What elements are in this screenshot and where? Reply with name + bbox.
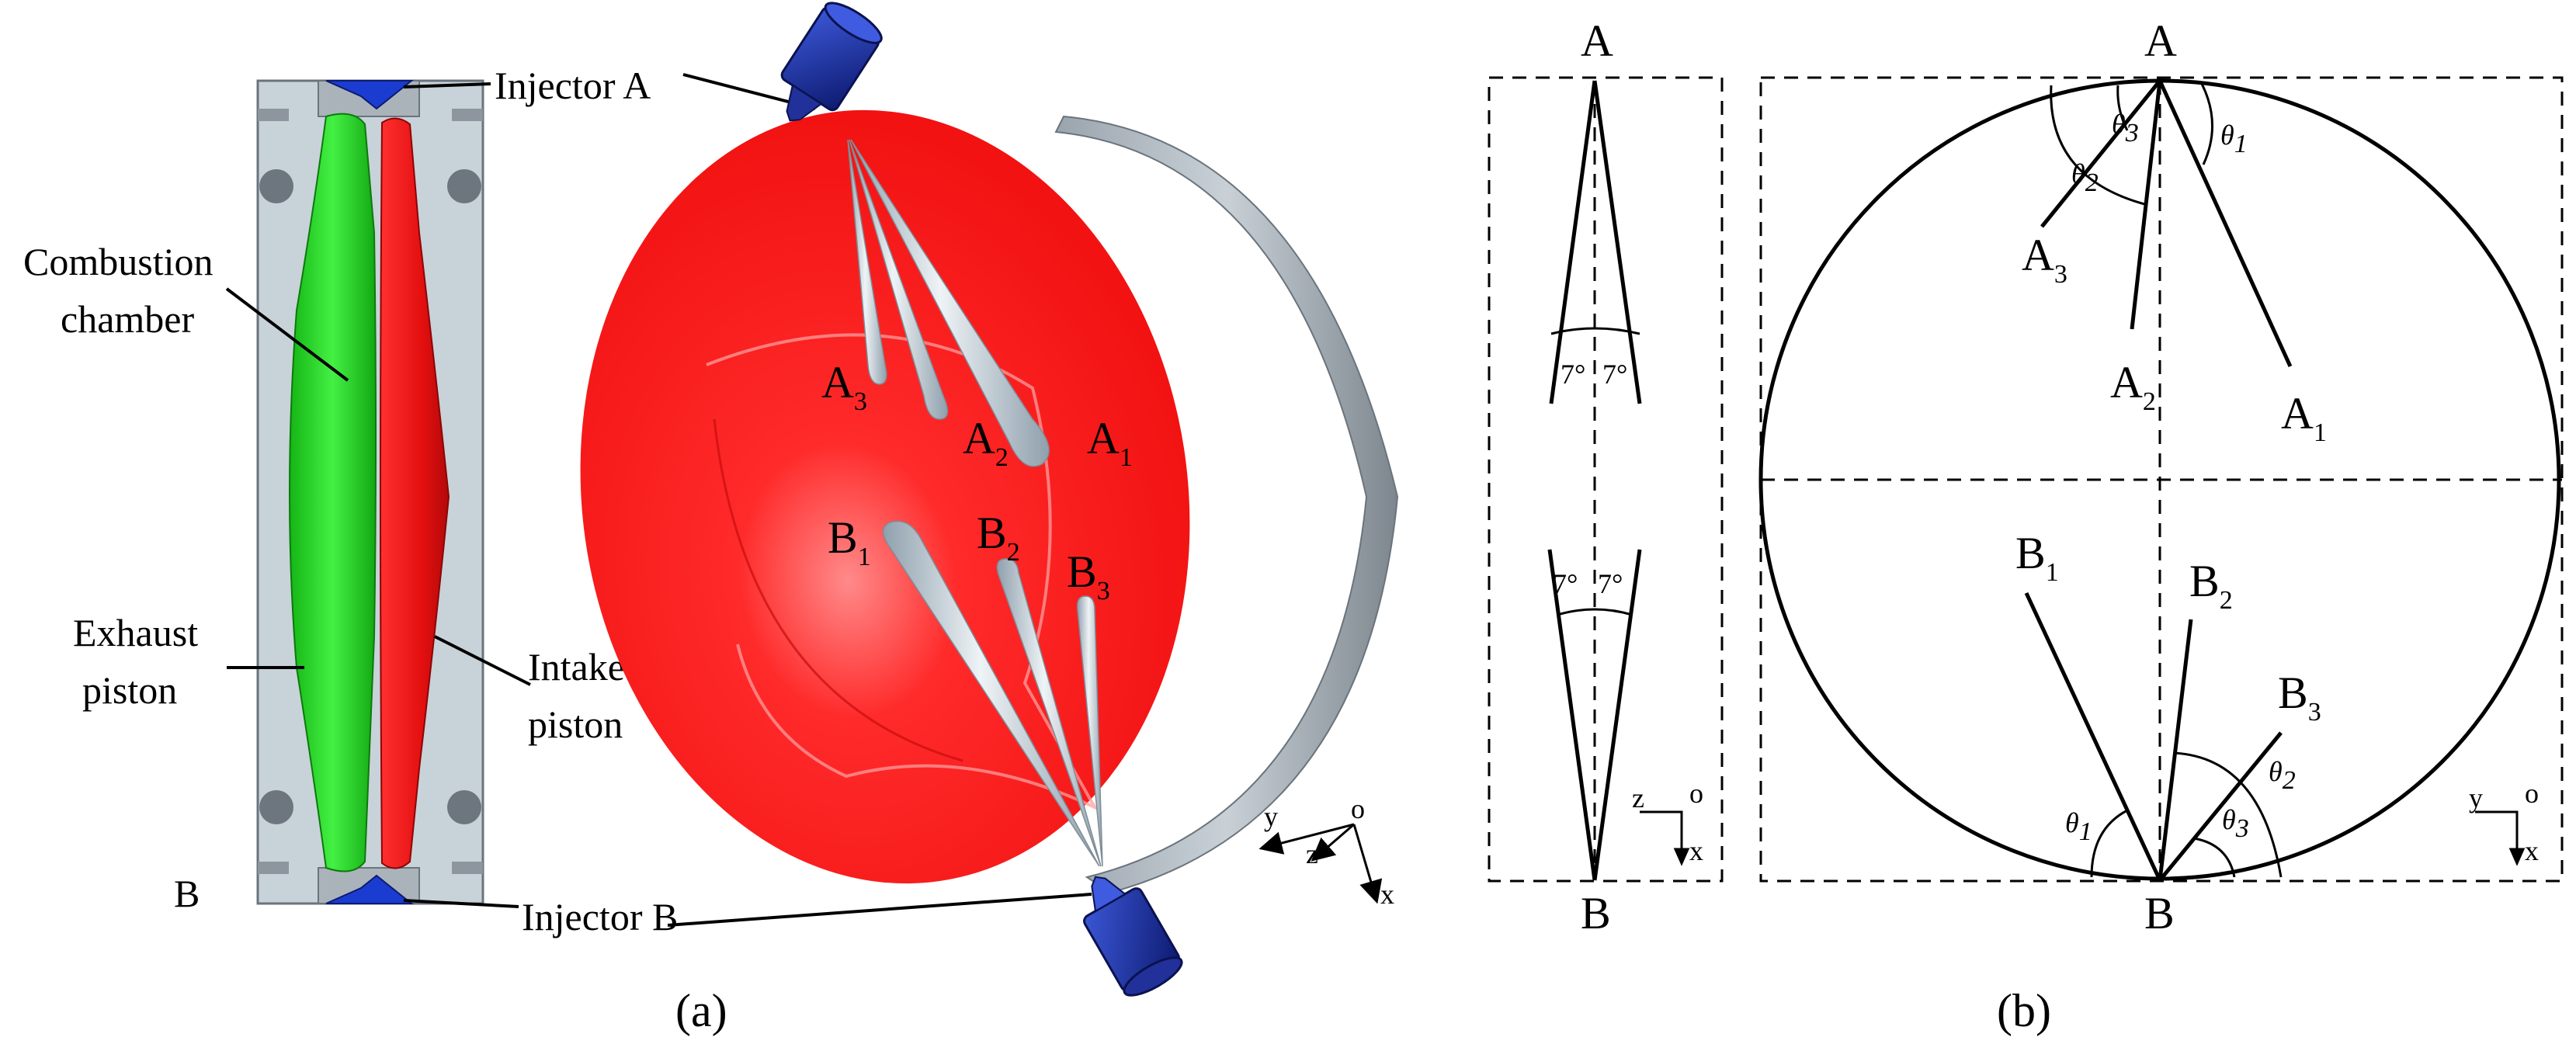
cylinder-cross-section	[256, 79, 484, 905]
top-view-top-label: A	[2144, 16, 2177, 66]
line-a3	[2040, 79, 2161, 228]
side-view	[1488, 76, 1724, 883]
spray-a2	[849, 139, 949, 420]
panel-a-leaders	[225, 73, 1092, 927]
svg-text:A1: A1	[1087, 413, 1133, 472]
top-axis-x: x	[2525, 835, 2539, 866]
svg-text:A2: A2	[2110, 357, 2156, 416]
injector-b-icon	[325, 874, 414, 904]
svg-text:A1: A1	[2281, 388, 2327, 447]
side-view-top-label: A	[1581, 16, 1613, 66]
spray-b3	[1076, 595, 1103, 867]
svg-text:A2: A2	[963, 413, 1009, 472]
disk-spray-labels: A3 A2 A1 B1 B2 B3	[821, 357, 1133, 605]
svg-text:θ2: θ2	[2071, 158, 2099, 197]
angle-top-right: 7°	[1602, 359, 1627, 390]
svg-text:θ1: θ1	[2220, 120, 2248, 158]
injector-a-icon	[325, 80, 414, 110]
angle-top-left: 7°	[1561, 359, 1585, 390]
caption-a: (a)	[675, 985, 727, 1036]
axis-o-label: o	[1351, 793, 1365, 824]
exhaust-piston-label-2: piston	[82, 668, 177, 712]
svg-text:B2: B2	[2189, 556, 2233, 615]
angle-bottom-left: 7°	[1553, 568, 1578, 599]
line-a1	[2158, 79, 2293, 368]
intake-piston-shape	[380, 117, 450, 869]
svg-text:A3: A3	[2022, 230, 2067, 289]
line-b3	[2158, 731, 2283, 882]
top-view	[1758, 76, 2564, 883]
port-hole	[259, 169, 293, 203]
angle-bottom-right: 7°	[1598, 568, 1623, 599]
injector-b-label: Injector B	[522, 895, 678, 938]
svg-text:B1: B1	[2015, 528, 2059, 587]
top-axis-o: o	[2525, 778, 2539, 809]
svg-text:B2: B2	[977, 508, 1020, 567]
side-view-frame	[1488, 76, 1724, 883]
svg-text:θ2: θ2	[2269, 756, 2296, 795]
top-view-bottom-label: B	[2144, 888, 2175, 938]
side-view-axes-triad	[1640, 810, 1690, 866]
spray-b1	[882, 520, 1100, 867]
port-hole	[259, 790, 293, 824]
piston-disk	[580, 2, 1399, 997]
top-axis-y: y	[2469, 782, 2483, 813]
caption-b: (b)	[1997, 985, 2051, 1036]
exhaust-piston-label-1: Exhaust	[73, 611, 198, 654]
svg-text:θ3: θ3	[2112, 109, 2139, 147]
panel-a-axes-triad	[1258, 823, 1383, 904]
intake-piston-label-2: piston	[528, 702, 623, 746]
line-b2	[2158, 619, 2193, 881]
spray-a1	[850, 139, 1050, 467]
axis-x-label: x	[1380, 879, 1394, 910]
svg-text:θ3: θ3	[2222, 804, 2249, 843]
side-axis-o: o	[1689, 778, 1703, 809]
axis-y-label: y	[1264, 801, 1278, 832]
axis-z-label: z	[1306, 838, 1318, 869]
side-view-bottom-label: B	[1581, 888, 1611, 938]
point-b-label: B	[174, 872, 200, 915]
top-view-spray-labels: A1 A2 A3 B1 B2 B3	[2015, 230, 2327, 727]
intake-piston-label-1: Intake	[528, 645, 625, 689]
injector-a-label: Injector A	[495, 64, 651, 107]
exhaust-piston-shape	[289, 113, 377, 872]
spray-b2	[996, 558, 1102, 867]
side-axis-z: z	[1632, 782, 1644, 813]
spray-a3	[847, 139, 887, 385]
injector-a-3d-icon	[780, 2, 883, 122]
combustion-chamber-label-1: Combustion	[23, 240, 213, 283]
port-hole	[447, 790, 481, 824]
theta-angle-labels: θ1 θ3 θ2 θ1 θ2 θ3	[2065, 109, 2296, 846]
svg-text:θ1: θ1	[2065, 807, 2092, 846]
svg-text:B3: B3	[2278, 668, 2321, 727]
injector-b-3d-icon	[1083, 876, 1183, 997]
side-axis-x: x	[1689, 835, 1703, 866]
piston-crown	[580, 109, 1190, 884]
port-hole	[447, 169, 481, 203]
line-b1	[2024, 591, 2162, 882]
combustion-chamber-label-2: chamber	[61, 297, 194, 341]
top-view-axes-triad	[2475, 810, 2526, 866]
svg-text:B3: B3	[1067, 546, 1110, 605]
svg-text:A3: A3	[821, 357, 867, 416]
svg-text:B1: B1	[828, 512, 871, 571]
